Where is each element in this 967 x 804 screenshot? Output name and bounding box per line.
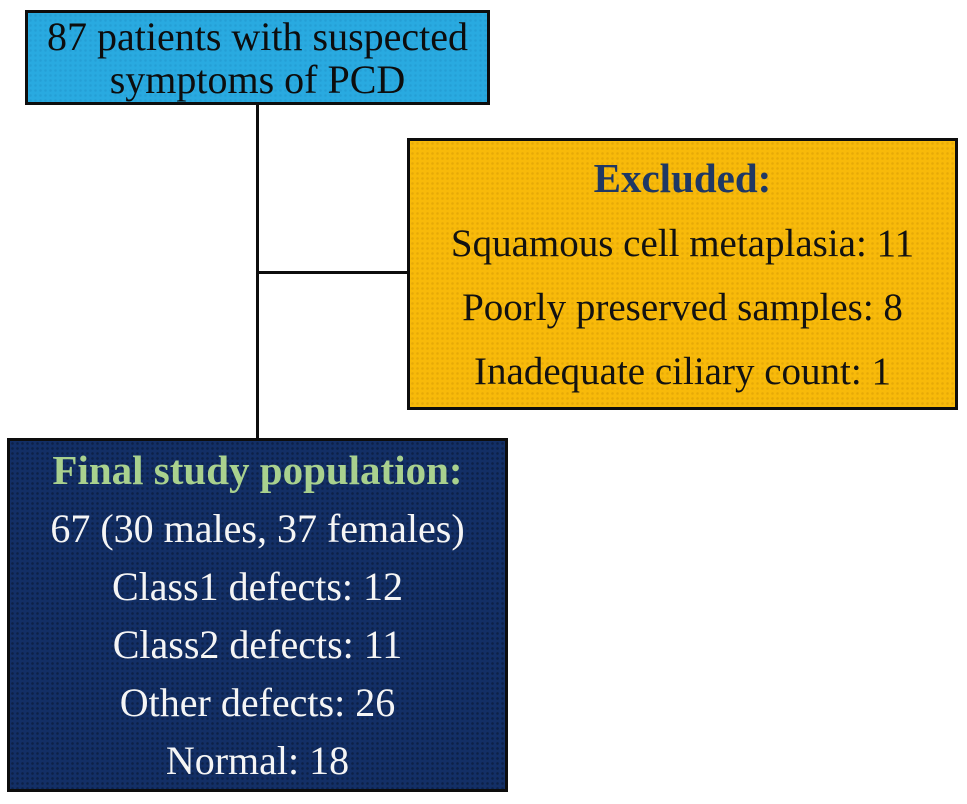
connector-vertical-line	[256, 105, 259, 439]
final-item-normal: Normal: 18	[165, 737, 350, 783]
excluded-item-squamous: Squamous cell metaplasia: 11	[450, 222, 915, 266]
final-item-class2-defects: Class2 defects: 11	[112, 621, 403, 667]
final-item-other-defects: Other defects: 26	[119, 679, 396, 725]
connector-horizontal-line	[258, 271, 407, 274]
patients-box-line-2: symptoms of PCD	[109, 56, 406, 102]
excluded-title: Excluded:	[593, 155, 772, 202]
excluded-item-inadequate-count: Inadequate ciliary count: 1	[474, 349, 891, 393]
final-item-class1-defects: Class1 defects: 12	[111, 564, 404, 610]
final-population-box: Final study population: 67 (30 males, 37…	[7, 438, 508, 792]
final-item-total: 67 (30 males, 37 females)	[50, 506, 465, 552]
excluded-item-poorly-preserved: Poorly preserved samples: 8	[462, 285, 903, 329]
patients-box: 87 patients with suspected symptoms of P…	[25, 10, 490, 105]
patients-box-line-1: 87 patients with suspected	[46, 13, 469, 59]
final-population-title: Final study population:	[52, 447, 463, 494]
excluded-box: Excluded: Squamous cell metaplasia: 11 P…	[407, 138, 958, 410]
